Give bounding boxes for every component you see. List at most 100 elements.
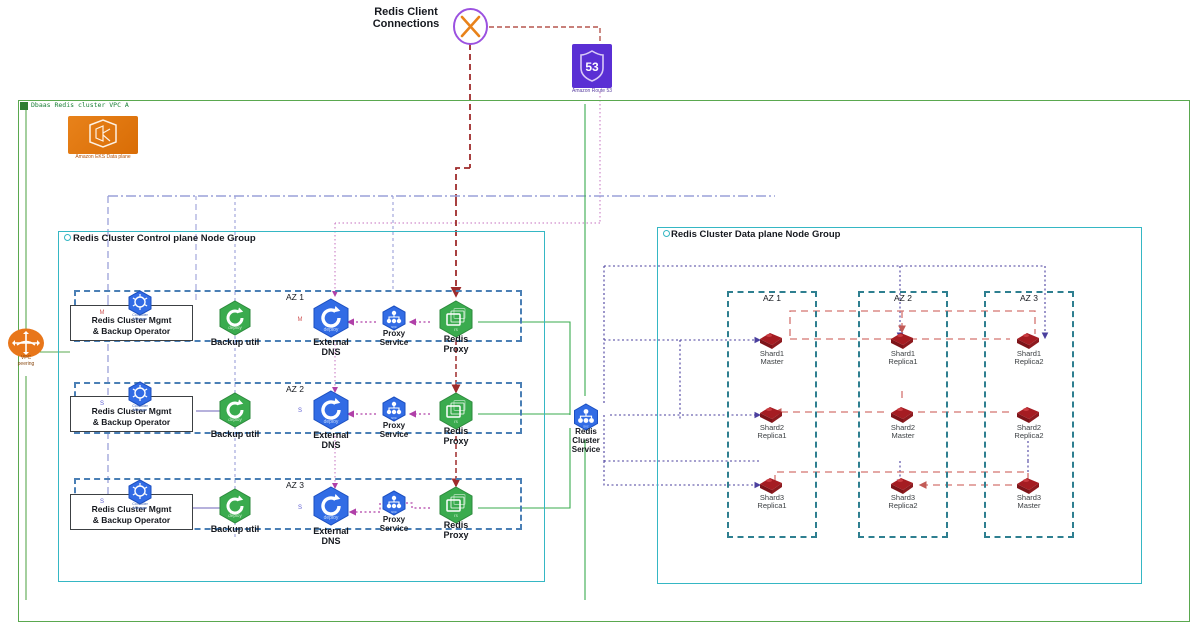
proxy-service-icon-az2: svc xyxy=(381,396,407,422)
operator-role-badge-az1: M xyxy=(99,310,105,316)
shard-node-icon-s1-az1 xyxy=(757,328,785,350)
shard-node-label-s2-az1: Shard2 Replica1 xyxy=(757,423,787,441)
data-plane-az-3 xyxy=(984,291,1074,538)
redis-proxy-icon-az2: rs xyxy=(437,392,475,430)
vpc-boundary xyxy=(18,100,1190,622)
redis-proxy-icon-az1: rs xyxy=(437,300,475,338)
shard-node-icon-s3-az1 xyxy=(757,473,785,495)
redis-proxy-icon-az3: rs xyxy=(437,486,475,524)
eks-dataplane-label: Amazon EKS Data plane xyxy=(75,154,131,160)
external-dns-icon-az1: deploy xyxy=(311,298,351,338)
data-plane-az-1 xyxy=(727,291,817,538)
data-plane-node-group xyxy=(657,227,1142,584)
operator-label-az1: Redis Cluster Mgmt & Backup Operator xyxy=(91,315,172,336)
backup-util-label-az3: Backup util xyxy=(210,524,260,534)
external-dns-icon-az3: deploy xyxy=(311,486,351,526)
control-plane-az-3-label: AZ 3 xyxy=(286,480,304,490)
backup-util-label-az2: Backup util xyxy=(210,429,260,439)
data-plane-az-1-label: AZ 1 xyxy=(763,293,781,303)
svg-text:deploy: deploy xyxy=(324,327,339,333)
svg-text:svc: svc xyxy=(391,325,397,329)
controller-manager-caption-az2: Controller Manager xyxy=(132,404,148,413)
operator-role-badge-az2: S xyxy=(99,401,104,407)
controller-manager-icon-az3 xyxy=(127,479,153,505)
svg-text:rs: rs xyxy=(454,513,458,518)
control-plane-az-1-label: AZ 1 xyxy=(286,292,304,302)
operator-label-az3: Redis Cluster Mgmt & Backup Operator xyxy=(91,504,172,525)
shard-node-icon-s3-az2 xyxy=(888,473,916,495)
svg-text:deploy: deploy xyxy=(324,419,339,425)
proxy-service-label-az1: Proxy Service xyxy=(379,329,409,347)
svg-text:deploy: deploy xyxy=(228,513,242,518)
shard-node-label-s3-az3: Shard3 Master xyxy=(1016,493,1042,511)
vpc-peering-icon xyxy=(7,328,45,358)
external-dns-badge-az3: S xyxy=(297,505,302,511)
data-plane-az-2 xyxy=(858,291,948,538)
controller-manager-icon-az2 xyxy=(127,381,153,407)
redis-client-connections-label: Redis Client Connections xyxy=(372,6,440,31)
data-plane-group-label: Redis Cluster Data plane Node Group xyxy=(671,229,841,240)
shard-node-label-s1-az2: Shard1 Replica1 xyxy=(888,349,918,367)
controller-manager-caption-az3: Controller Manager xyxy=(132,502,148,511)
data-plane-az-3-label: AZ 3 xyxy=(1020,293,1038,303)
vpc-peering-label: VPC peering xyxy=(17,355,35,367)
controller-manager-caption-az1: Controller Manager xyxy=(132,313,148,322)
svg-text:deploy: deploy xyxy=(228,417,242,422)
shard-node-icon-s2-az3 xyxy=(1014,402,1042,424)
vpc-tag-icon xyxy=(20,102,28,110)
external-dns-label-az2: External DNS xyxy=(313,430,349,451)
external-dns-label-az1: External DNS xyxy=(313,337,349,358)
control-plane-node-group xyxy=(58,231,545,582)
proxy-service-label-az2: Proxy Service xyxy=(379,421,409,439)
proxy-service-icon-az1: svc xyxy=(381,305,407,331)
controller-manager-icon-az1 xyxy=(127,290,153,316)
backup-util-icon-az2: deploy xyxy=(217,392,253,428)
svg-text:rs: rs xyxy=(454,419,458,424)
shard-node-label-s1-az1: Shard1 Master xyxy=(759,349,785,367)
redis-proxy-label-az1: Redis Proxy xyxy=(443,334,469,355)
route53-label: Amazon Route 53 xyxy=(571,88,613,94)
svg-text:deploy: deploy xyxy=(324,515,339,521)
redis-proxy-label-az2: Redis Proxy xyxy=(443,426,469,447)
svg-text:svc: svc xyxy=(583,425,589,429)
backup-util-icon-az3: deploy xyxy=(217,488,253,524)
redis-proxy-label-az3: Redis Proxy xyxy=(443,520,469,541)
svg-text:53: 53 xyxy=(585,60,599,74)
svg-text:svc: svc xyxy=(391,510,397,514)
shard-node-label-s1-az3: Shard1 Replica2 xyxy=(1014,349,1044,367)
svg-text:deploy: deploy xyxy=(228,325,242,330)
shard-node-label-s2-az3: Shard2 Replica2 xyxy=(1014,423,1044,441)
svg-text:rs: rs xyxy=(454,327,458,332)
external-dns-label-az3: External DNS xyxy=(313,526,349,547)
vpc-label: Dbaas Redis cluster VPC A xyxy=(31,101,129,109)
shard-node-icon-s2-az1 xyxy=(757,402,785,424)
backup-util-label-az1: Backup util xyxy=(210,337,260,347)
redis-cluster-service-label: Redis Cluster Service xyxy=(571,427,601,454)
operator-label-az2: Redis Cluster Mgmt & Backup Operator xyxy=(91,406,172,427)
external-dns-icon-az2: deploy xyxy=(311,390,351,430)
proxy-service-icon-az3: svc xyxy=(381,490,407,516)
shard-node-label-s3-az1: Shard3 Replica1 xyxy=(757,493,787,511)
operator-box-az1 xyxy=(70,305,193,341)
control-plane-group-label: Redis Cluster Control plane Node Group xyxy=(73,233,256,244)
operator-role-badge-az3: S xyxy=(99,499,104,505)
data-plane-az-2-label: AZ 2 xyxy=(894,293,912,303)
amazon-route53-icon: 53 xyxy=(572,44,612,88)
svg-text:svc: svc xyxy=(391,416,397,420)
shard-node-icon-s1-az2 xyxy=(888,328,916,350)
backup-util-icon-az1: deploy xyxy=(217,300,253,336)
shard-node-icon-s2-az2 xyxy=(888,402,916,424)
amazon-eks-dataplane-icon xyxy=(68,116,138,154)
shard-node-icon-s3-az3 xyxy=(1014,473,1042,495)
control-plane-az-2-label: AZ 2 xyxy=(286,384,304,394)
control-plane-group-dot-icon xyxy=(64,234,71,241)
external-dns-badge-az1: M xyxy=(297,317,303,323)
external-dns-badge-az2: S xyxy=(297,408,302,414)
proxy-service-label-az3: Proxy Service xyxy=(379,515,409,533)
redis-client-icon xyxy=(452,8,489,45)
shard-node-label-s2-az2: Shard2 Master xyxy=(890,423,916,441)
shard-node-icon-s1-az3 xyxy=(1014,328,1042,350)
data-plane-group-dot-icon xyxy=(663,230,670,237)
shard-node-label-s3-az2: Shard3 Replica2 xyxy=(888,493,918,511)
